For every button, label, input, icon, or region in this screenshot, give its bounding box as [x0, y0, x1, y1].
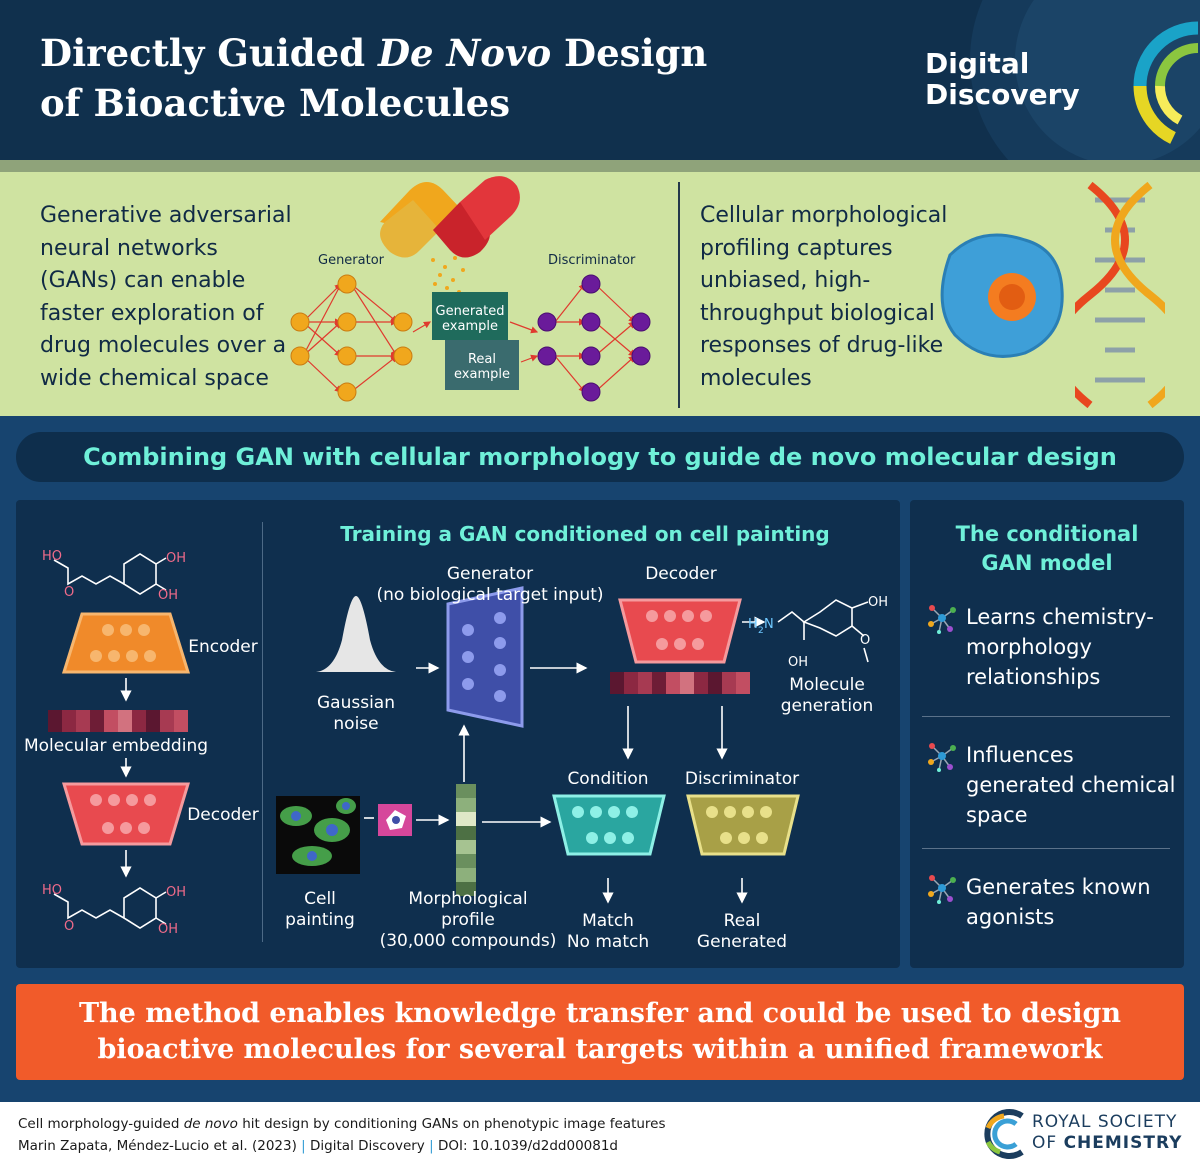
molecule-network-icon	[928, 875, 956, 904]
gan-generator-label: Generator	[318, 253, 385, 268]
training-title: Training a GAN conditioned on cell paint…	[340, 522, 830, 546]
svg-text:O: O	[860, 633, 870, 648]
morphology-intro-text: Cellular morphological profiling capture…	[700, 203, 948, 391]
svg-text:OH: OH	[158, 588, 178, 603]
generated-example-label: Generated example	[435, 304, 505, 334]
generator-note: (no biological target input)	[376, 585, 604, 605]
citation-details: Marin Zapata, Méndez-Lucio et al. (2023)…	[18, 1138, 618, 1154]
conclusion-banner: The method enables knowledge transfer an…	[16, 984, 1184, 1080]
svg-text:N: N	[764, 617, 774, 632]
real-example-label: Real example	[454, 352, 510, 382]
svg-text:OH: OH	[166, 551, 186, 566]
decoder-center-label: Decoder	[645, 564, 717, 584]
gan-intro-text: Generative adversarial neural networks (…	[40, 203, 292, 391]
bullet-influences: Influences generated chemical space	[966, 743, 1176, 827]
svg-text:O: O	[64, 919, 74, 934]
bullet-learns: Learns chemistry-morphology relationship…	[966, 605, 1154, 689]
page-title: Directly Guided De Novo Design of Bioact…	[40, 31, 708, 125]
neural-network-icon	[446, 586, 524, 728]
bullet-separator	[922, 848, 1170, 849]
molecular-embedding-label: Molecular embedding	[23, 736, 209, 756]
svg-text:H: H	[748, 617, 758, 632]
svg-text:HO: HO	[42, 883, 62, 898]
molecule-network-icon	[928, 605, 956, 634]
generator-label: Generator	[446, 564, 534, 584]
svg-text:O: O	[64, 585, 74, 600]
decoder-left-label: Decoder	[187, 805, 259, 825]
drug-capsule-icon	[380, 176, 520, 258]
svg-text:OH: OH	[166, 885, 186, 900]
footer: Cell morphology-guided de novo hit desig…	[0, 1102, 1200, 1172]
journal-name: Digital Discovery	[925, 47, 1080, 111]
molecule-network-icon	[928, 743, 956, 772]
royal-society-logo-icon	[984, 1109, 1024, 1159]
publisher-name: ROYAL SOCIETY OF CHEMISTRY	[1032, 1112, 1183, 1153]
svg-text:OH: OH	[158, 922, 178, 937]
training-diagram: HO O OH OH HO O OH OH H 2 N OH O OH	[42, 549, 888, 937]
bullet-separator	[922, 716, 1170, 717]
encoder-label: Encoder	[188, 637, 258, 657]
header-divider	[0, 160, 1200, 172]
section-banner: Combining GAN with cellular morphology t…	[16, 432, 1184, 482]
intro-divider	[678, 182, 680, 408]
header: Directly Guided De Novo Design of Bioact…	[0, 0, 1200, 160]
citation-title: Cell morphology-guided de novo hit desig…	[18, 1116, 666, 1132]
panel-divider	[262, 522, 263, 942]
dna-helix-icon	[1075, 181, 1165, 409]
cell-icon	[940, 233, 1064, 358]
discriminator-label: Discriminator	[684, 769, 800, 789]
condition-label: Condition	[567, 769, 649, 789]
gan-diagram	[290, 176, 651, 402]
conditional-gan-panel	[910, 500, 1184, 968]
gan-discriminator-label: Discriminator	[548, 253, 636, 268]
journal-logo-icon	[1133, 21, 1199, 144]
bullet-generates: Generates known agonists	[966, 875, 1151, 929]
svg-text:OH: OH	[868, 595, 888, 610]
gaussian-curve-icon	[316, 596, 396, 672]
svg-text:2: 2	[758, 626, 764, 636]
svg-text:HO: HO	[42, 549, 62, 564]
svg-text:OH: OH	[788, 655, 808, 670]
